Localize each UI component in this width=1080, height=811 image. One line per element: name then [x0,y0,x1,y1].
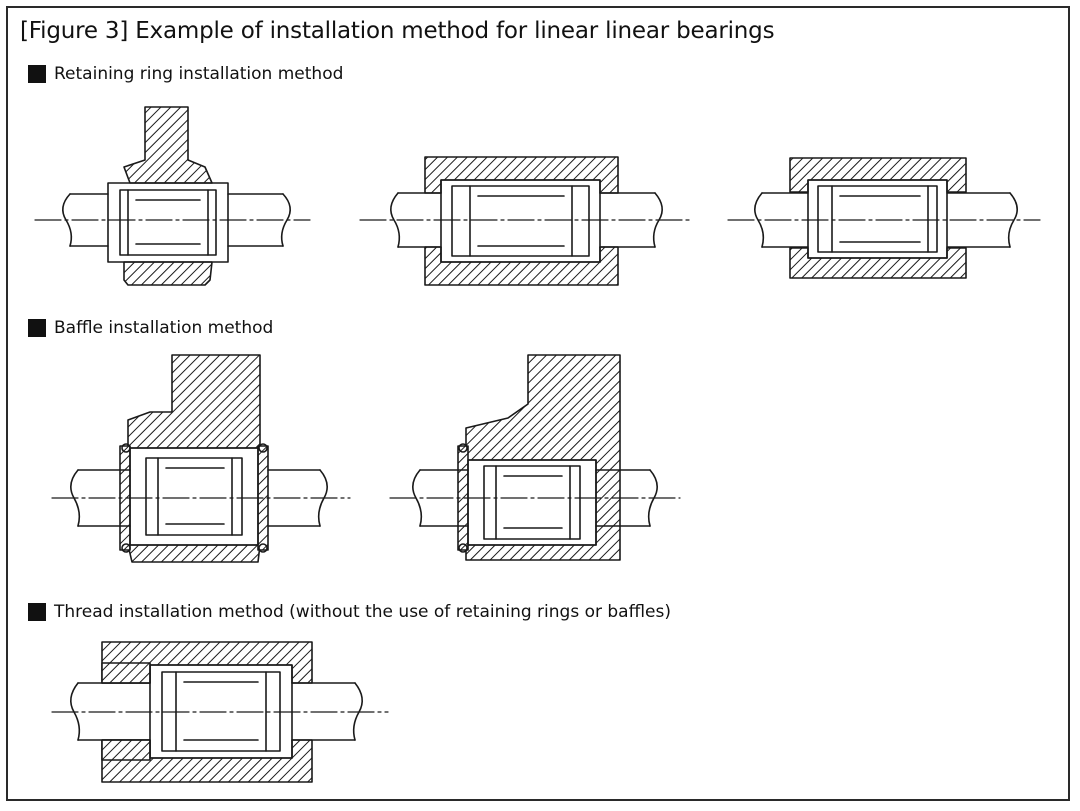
section-bullet-icon [28,65,46,83]
section-bullet-icon [28,319,46,337]
drawing-baffle-1 [51,354,351,563]
section-label-baffle: Baffle installation method [54,318,274,338]
section-label-retaining-ring: Retaining ring installation method [54,64,344,84]
drawing-retaining-ring-2 [359,156,691,286]
drawing-thread [51,641,389,783]
drawing-retaining-ring-1 [34,106,311,286]
section-baffle: Baffle installation method [28,318,273,338]
section-retaining-ring: Retaining ring installation method [28,64,343,84]
drawing-retaining-ring-3 [727,157,1041,279]
section-label-thread: Thread installation method (without the … [54,602,671,622]
drawing-baffle-2 [389,354,681,561]
section-thread: Thread installation method (without the … [28,602,671,622]
section-bullet-icon [28,603,46,621]
figure-title: [Figure 3] Example of installation metho… [20,18,775,44]
